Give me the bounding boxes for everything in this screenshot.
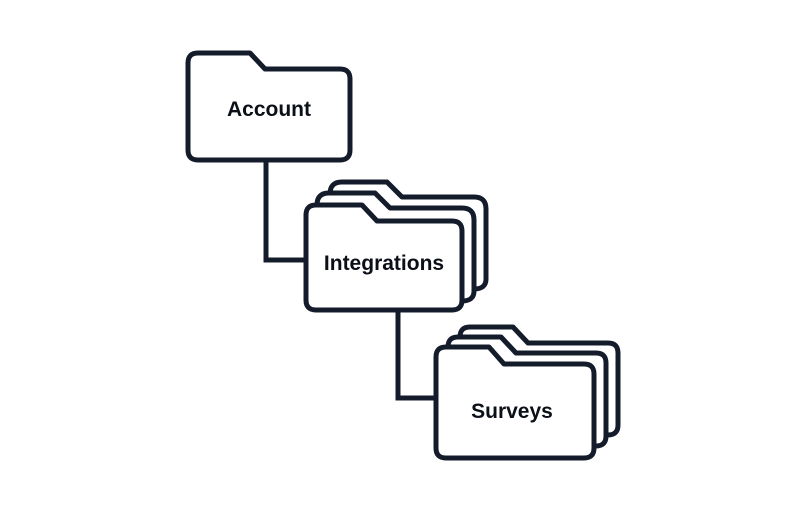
folder-surveys: Surveys [433,324,621,461]
folder-label-integrations: Integrations [324,252,444,275]
folder-icon [185,50,353,163]
folder-stack-icon [303,179,489,313]
folder-integrations: Integrations [303,179,489,313]
folder-stack-icon [433,324,621,461]
folder-label-account: Account [227,98,311,121]
connector-integrations-surveys [395,310,436,401]
folder-front-sheet [433,344,597,461]
folder-label-surveys: Surveys [471,400,553,423]
folder-account: Account [185,50,353,163]
folder-front-sheet [303,202,465,313]
connector-account-integrations [263,158,306,263]
